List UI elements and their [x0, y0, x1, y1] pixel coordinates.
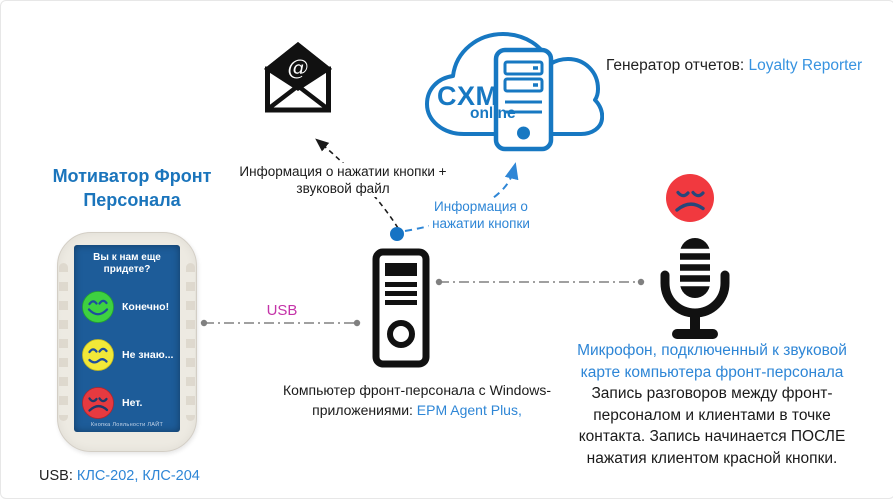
- computer-caption-line2: приложениями: EPM Agent Plus,: [261, 400, 573, 420]
- microphone-title-line2: карте компьютера фронт-персонала: [580, 363, 844, 381]
- cloud-flow-line2: нажатии кнопки: [432, 216, 530, 231]
- microphone-icon: [660, 238, 730, 339]
- report-generator-caption: Генератор отчетов: Loyalty Reporter: [606, 57, 862, 75]
- computer-icon: [372, 248, 430, 368]
- option-label-neutral: Не знаю...: [122, 349, 174, 361]
- svg-text:@: @: [288, 56, 309, 80]
- computer-caption-apps[interactable]: EPM Agent Plus,: [416, 402, 522, 418]
- microphone-desc-line4: нажатия клиентом красной кнопки.: [586, 449, 838, 467]
- report-generator-value[interactable]: Loyalty Reporter: [748, 57, 863, 74]
- computer-caption: Компьютер фронт-персонала с Windows- при…: [261, 380, 573, 420]
- motivator-title-line2: Персонала: [83, 190, 181, 210]
- motivator-title-line1: Мотиватор Фронт: [52, 166, 212, 186]
- email-flow-label: Информация о нажатии кнопки + звуковой ф…: [235, 163, 451, 197]
- report-generator-label: Генератор отчетов:: [606, 57, 749, 74]
- option-label-yes: Конечно!: [122, 301, 170, 313]
- microphone-desc-line2: персоналом и клиентами в точке: [593, 406, 831, 424]
- cloud-flow-arrow: [404, 162, 519, 232]
- usb-models: КЛС-202, КЛС-204: [76, 468, 200, 484]
- device-brand-text: Кнопка Лояльности ЛАЙТ: [90, 422, 164, 428]
- option-row-yes[interactable]: Конечно!: [74, 290, 180, 324]
- cxm-brand: CXM: [437, 81, 499, 111]
- computer-caption-apps-label: приложениями:: [312, 402, 417, 418]
- usb-connection-label: USB: [266, 302, 298, 319]
- motivator-title: Мотиватор Фронт Персонала: [23, 164, 241, 212]
- microphone-desc-line1: Запись разговоров между фронт-: [591, 385, 833, 402]
- microphone-desc-line3: контакта. Запись начинается ПОСЛЕ: [578, 428, 846, 445]
- device-screen: Вы к нам еще придете? Конечно!: [74, 245, 180, 432]
- sad-face-button-icon: [82, 387, 114, 419]
- usb-connection-line: [200, 319, 361, 327]
- email-icon: @ @: [264, 42, 332, 113]
- usb-prefix: USB:: [39, 468, 77, 484]
- email-flow-line1: Информация о нажатии кнопки +: [239, 164, 447, 179]
- screen-question-line2: придете?: [103, 264, 151, 275]
- screen-question: Вы к нам еще придете?: [74, 252, 180, 276]
- device-grip-right: [186, 263, 195, 421]
- computer-caption-line1: Компьютер фронт-персонала с Windows-: [282, 382, 552, 398]
- angry-client-icon: [666, 174, 714, 222]
- email-flow-line2: звуковой файл: [296, 181, 390, 196]
- cloud-server-icon: [493, 47, 554, 152]
- cxm-brand-sub: online: [470, 105, 516, 122]
- microphone-description: Запись разговоров между фронт- персонало…: [571, 383, 853, 469]
- option-row-no[interactable]: Нет.: [74, 386, 180, 420]
- option-label-no: Нет.: [122, 397, 143, 409]
- mic-connection-line: [435, 278, 645, 286]
- feedback-device: Вы к нам еще придете? Конечно!: [57, 232, 197, 452]
- cloud-flow-label: Информация о нажатии кнопки: [429, 198, 533, 232]
- cloud-flow-line1: Информация о: [434, 199, 528, 214]
- screen-question-line1: Вы к нам еще: [93, 252, 161, 263]
- option-row-neutral[interactable]: Не знаю...: [74, 338, 180, 372]
- happy-face-icon: [82, 291, 114, 323]
- event-dot: [390, 227, 404, 241]
- device-grip-left: [59, 263, 68, 421]
- neutral-face-icon: [82, 339, 114, 371]
- usb-models-caption: USB: КЛС-202, КЛС-204: [39, 468, 200, 484]
- microphone-title-line1: Микрофон, подключенный к звуковой: [577, 342, 847, 359]
- cloud-icon: [425, 32, 604, 152]
- microphone-title: Микрофон, подключенный к звуковой карте …: [571, 340, 853, 383]
